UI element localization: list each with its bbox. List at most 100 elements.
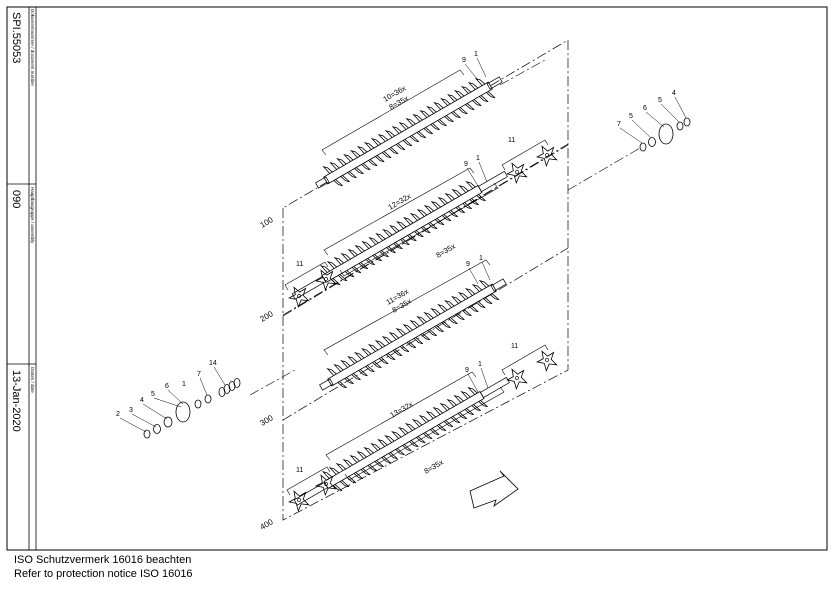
callout-7: 7 bbox=[617, 121, 621, 128]
right-part-stack bbox=[639, 117, 691, 152]
rotor-tooth bbox=[395, 327, 417, 349]
assembly-number: 090 bbox=[10, 190, 22, 208]
callout-2: 2 bbox=[116, 411, 120, 418]
rotor-tooth bbox=[405, 117, 427, 139]
sheet-border bbox=[6, 6, 828, 551]
rotor-tooth bbox=[356, 145, 378, 167]
rotor-tooth bbox=[426, 105, 447, 127]
rotor-tooth bbox=[368, 236, 389, 258]
rotor-tooth bbox=[377, 438, 398, 460]
callout-9: 9 bbox=[462, 57, 466, 64]
rotor-tooth bbox=[460, 85, 482, 107]
callout-5: 5 bbox=[658, 97, 662, 104]
rotor-tooth bbox=[329, 161, 350, 183]
direction-arrow-icon bbox=[469, 470, 519, 509]
rotor-tooth bbox=[433, 101, 454, 123]
rotor-teeth bbox=[319, 180, 486, 286]
callout-1: 1 bbox=[474, 51, 478, 58]
position-200: 200 bbox=[259, 309, 276, 324]
rotor-tooth bbox=[347, 248, 369, 270]
rotor-tooth bbox=[465, 180, 486, 202]
callout-1: 1 bbox=[182, 381, 186, 388]
rotor-tooth bbox=[437, 303, 458, 325]
rotor-tooth bbox=[423, 204, 445, 226]
callout-9: 9 bbox=[464, 161, 468, 168]
callout-4: 4 bbox=[140, 397, 144, 404]
star-disc bbox=[503, 364, 531, 391]
rotor-400-count-b: 8=35x bbox=[423, 457, 446, 475]
rotor-tooth bbox=[347, 355, 368, 377]
rotor-tooth bbox=[367, 343, 389, 365]
position-300: 300 bbox=[259, 413, 276, 428]
rotor-tooth bbox=[321, 470, 343, 492]
rotor-tooth bbox=[411, 418, 433, 440]
callout-1: 1 bbox=[479, 255, 483, 262]
callout-5: 5 bbox=[629, 113, 633, 120]
protection-notice-en: Refer to protection notice ISO 16016 bbox=[14, 568, 193, 580]
star-disc bbox=[285, 486, 313, 513]
rotor-tooth bbox=[354, 244, 375, 266]
position-100: 100 bbox=[259, 215, 276, 230]
rotor-tooth bbox=[412, 113, 433, 135]
rotor-tooth bbox=[425, 410, 447, 432]
star-disc bbox=[533, 141, 561, 168]
callout-11: 11 bbox=[296, 261, 303, 268]
rotor-tooth bbox=[370, 442, 391, 464]
rotor-tooth bbox=[340, 359, 361, 381]
rotor-tooth bbox=[326, 367, 347, 389]
rotor-tooth bbox=[363, 141, 385, 163]
rotor-tooth bbox=[363, 446, 384, 468]
callout-4: 4 bbox=[672, 90, 676, 97]
date-value: 13-Jan-2020 bbox=[10, 370, 22, 432]
rotor-tooth bbox=[419, 109, 440, 131]
protection-notice-de: ISO Schutzvermerk 16016 beachten bbox=[14, 554, 192, 566]
rotor-tooth bbox=[375, 232, 396, 254]
rotor-tooth bbox=[396, 220, 417, 242]
rotor-tooth bbox=[451, 295, 472, 317]
rotor-tooth bbox=[409, 319, 431, 341]
rotor-tooth bbox=[467, 81, 489, 103]
rotor-tooth bbox=[474, 77, 496, 99]
rotor-tooth bbox=[446, 398, 468, 420]
callout-7: 7 bbox=[197, 371, 201, 378]
callout-5: 5 bbox=[151, 391, 155, 398]
rotor-tooth bbox=[333, 256, 355, 278]
rotor-tooth bbox=[457, 291, 479, 313]
rotor-tooth bbox=[471, 283, 493, 305]
rotor-tooth bbox=[340, 252, 362, 274]
rotor-tooth bbox=[418, 414, 440, 436]
assembly-label: Hauptbaugruppe / assembly bbox=[30, 187, 35, 244]
rotor-tooth bbox=[409, 212, 431, 234]
rotor-tooth bbox=[453, 89, 475, 111]
rotor-tooth bbox=[361, 240, 382, 262]
rotor-tooth bbox=[350, 149, 371, 171]
rotor-tooth bbox=[430, 307, 451, 329]
rotor-assembly-300 bbox=[319, 278, 507, 391]
rotor-tooth bbox=[389, 224, 410, 246]
rotor-tooth bbox=[326, 260, 348, 282]
callout-9: 9 bbox=[465, 367, 469, 374]
date-label: Datum / date bbox=[30, 367, 35, 393]
rotor-tooth bbox=[437, 196, 459, 218]
rotor-tooth bbox=[398, 121, 420, 143]
rotor-tooth bbox=[382, 228, 403, 250]
rotor-tooth bbox=[402, 216, 424, 238]
star-disc bbox=[285, 282, 313, 309]
rotor-tooth bbox=[439, 402, 461, 424]
callout-leaders bbox=[119, 57, 687, 433]
rotor-assembly-200 bbox=[291, 170, 508, 300]
rotor-tooth bbox=[391, 430, 412, 452]
rotor-tooth bbox=[322, 165, 343, 187]
rotor-tooth bbox=[384, 434, 405, 456]
rotor-tooth bbox=[343, 153, 364, 175]
rotor-tooth bbox=[451, 188, 472, 210]
callout-11: 11 bbox=[508, 137, 515, 144]
doc-number-label: Dokumentnummer / document number bbox=[30, 9, 35, 87]
rotor-teeth bbox=[322, 77, 496, 187]
title-block: Dokumentnummer / document number SPI.550… bbox=[7, 7, 37, 550]
rotor-tooth bbox=[402, 323, 424, 345]
rotor-tooth bbox=[384, 129, 406, 151]
centerlines bbox=[249, 59, 641, 396]
rotor-assembly-100 bbox=[315, 76, 503, 189]
rotor-tooth bbox=[430, 200, 452, 222]
